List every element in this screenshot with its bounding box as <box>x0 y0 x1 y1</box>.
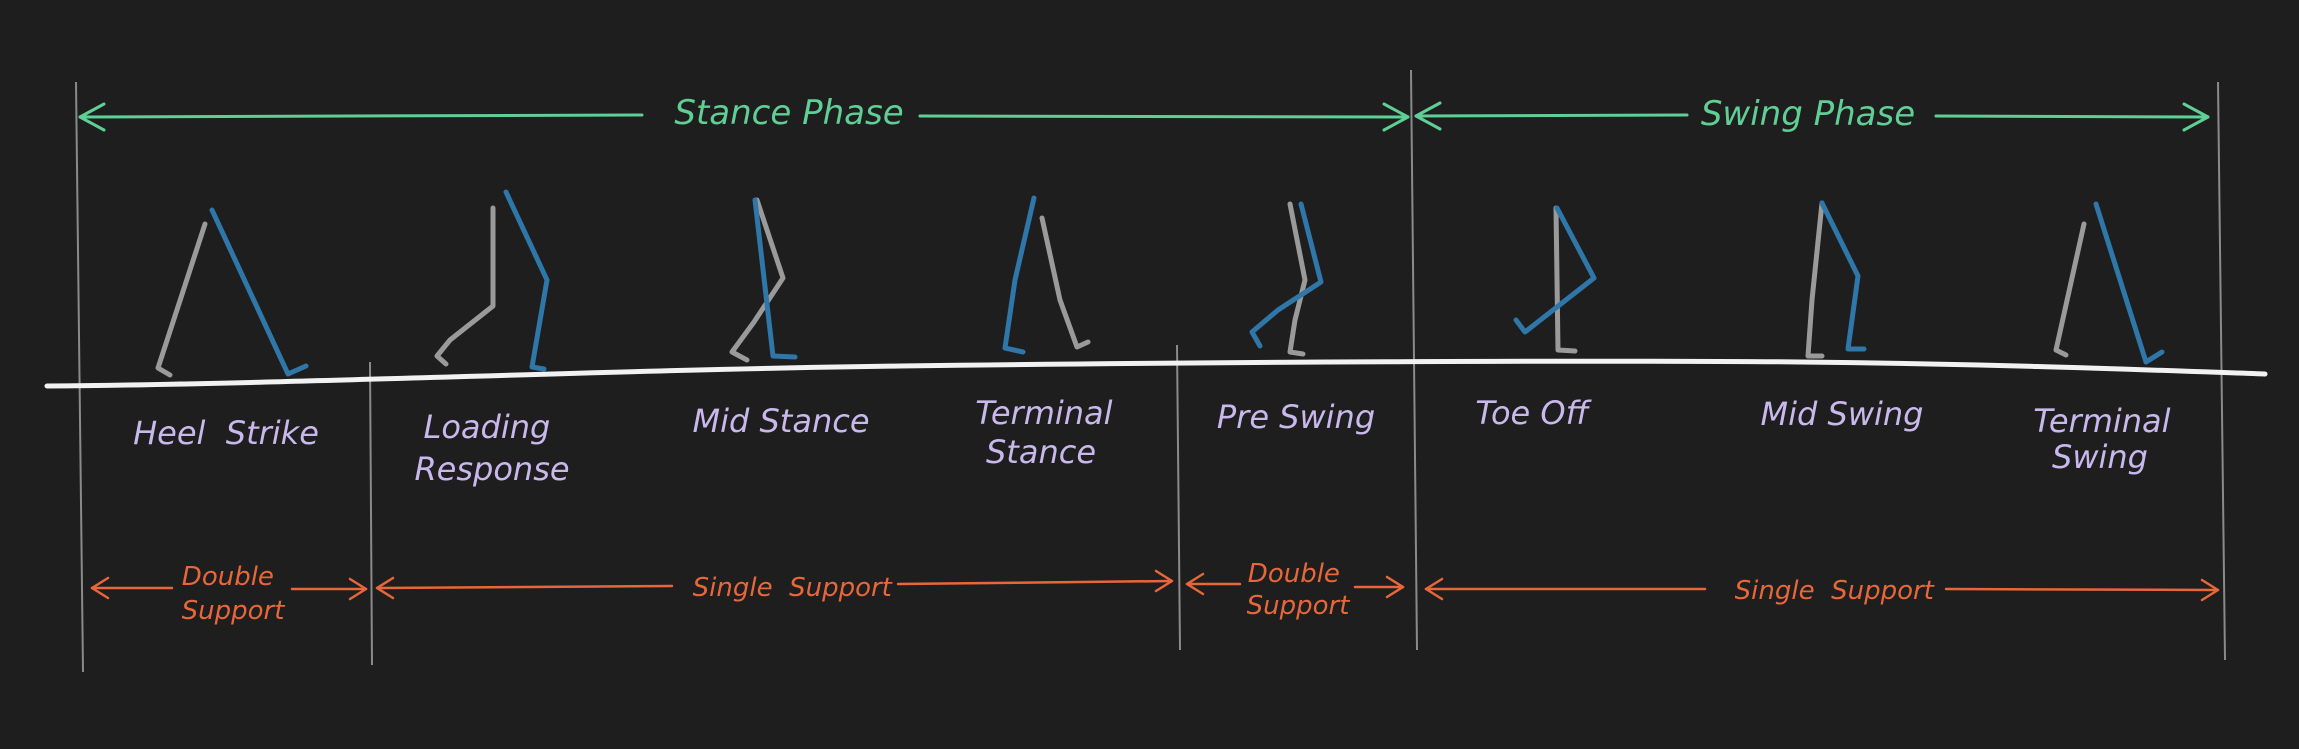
support-4-left-head <box>1424 577 1444 601</box>
leading-leg <box>503 189 550 372</box>
stage-terminal-stance-line-2: Stance <box>986 433 1096 471</box>
support-1-right-head <box>348 577 368 601</box>
figure-heel-strike <box>155 207 309 378</box>
support-double-1: Double Support <box>182 562 286 626</box>
stage-terminal-stance: Terminal Stance <box>975 394 1122 471</box>
stage-pre-swing-line-1: Pre Swing <box>1217 398 1375 436</box>
leading-leg <box>1249 201 1324 349</box>
support-2-right-head <box>1154 569 1174 593</box>
swing-arrow-left-shaft <box>1414 113 1689 118</box>
support-double-1-line-1: Double <box>182 562 274 592</box>
leading-leg <box>2093 201 2165 365</box>
support-2-right-shaft <box>896 579 1174 586</box>
support-3-right-head <box>1385 575 1405 599</box>
swing-leg <box>1513 205 1597 335</box>
support-single-1: Single Support <box>635 573 933 603</box>
stance-arrowhead-right <box>1382 102 1410 132</box>
swing-arrow-right-shaft <box>1934 114 2210 119</box>
phase-arrows <box>78 101 2210 132</box>
trailing-leg <box>2053 221 2087 358</box>
swing-arrowhead-left <box>1414 101 1442 131</box>
support-3-left-head <box>1185 572 1205 596</box>
stage-labels: Heel Strike Loading Response Mid Stance … <box>133 394 2180 488</box>
support-2-left-shaft <box>375 584 674 590</box>
stage-terminal-swing: Terminal Swing <box>2033 402 2180 476</box>
stage-mid-stance: Mid Stance <box>692 402 869 440</box>
figure-terminal-stance <box>1002 195 1091 355</box>
divider-loading <box>369 361 373 666</box>
stage-loading-response: Loading Response <box>414 408 569 488</box>
support-arrows <box>90 569 2220 602</box>
swing-arrowhead-right <box>2182 102 2210 132</box>
stage-mid-swing-line-1: Mid Swing <box>1761 395 1924 433</box>
support-labels: Double Support Single Support Double Sup… <box>182 559 1975 626</box>
figure-terminal-swing <box>2053 201 2165 365</box>
figure-loading-response <box>434 189 550 372</box>
support-1-left-head <box>90 576 110 600</box>
stance-arrow-left-shaft <box>78 113 644 119</box>
stage-heel-strike-line-1: Heel Strike <box>133 414 319 452</box>
stage-mid-stance-line-1: Mid Stance <box>692 402 869 440</box>
support-double-2-line-1: Double <box>1248 559 1340 589</box>
support-single-2-line-1: Single Support <box>1735 576 1935 606</box>
figure-toe-off <box>1513 205 1597 354</box>
trailing-leg <box>729 197 786 363</box>
stage-pre-swing: Pre Swing <box>1217 398 1375 436</box>
leading-leg <box>1002 195 1037 355</box>
support-4-right-shaft <box>1944 587 2220 592</box>
stage-terminal-swing-line-1: Terminal <box>2033 402 2170 440</box>
support-double-2-line-2: Support <box>1247 591 1351 621</box>
support-single-1-line-1: Single Support <box>693 573 893 603</box>
ground-line <box>44 358 2268 389</box>
trailing-leg <box>1039 215 1091 350</box>
trailing-leg <box>155 221 208 378</box>
support-double-2: Double Support <box>1247 559 1351 621</box>
figure-mid-stance <box>729 197 798 363</box>
support-double-1-line-2: Support <box>182 596 286 626</box>
support-4-right-head <box>2200 578 2220 602</box>
stage-heel-strike: Heel Strike <box>133 414 319 452</box>
stance-arrow-right-shaft <box>918 114 1410 119</box>
stage-mid-swing: Mid Swing <box>1761 395 1924 433</box>
stage-loading-response-line-1: Loading <box>424 408 551 446</box>
stance-leg <box>1553 205 1578 354</box>
support-2-left-head <box>375 576 395 600</box>
trailing-leg <box>434 205 496 367</box>
leading-leg <box>209 207 309 377</box>
figure-mid-swing <box>1805 200 1867 359</box>
leading-leg <box>752 197 798 360</box>
stance-leg <box>1805 200 1825 359</box>
swing-leg <box>1819 200 1867 352</box>
stance-phase-label: Stance Phase <box>674 93 903 133</box>
stage-toe-off-line-1: Toe Off <box>1475 394 1592 432</box>
leg-figures <box>155 189 2165 378</box>
stage-terminal-stance-line-1: Terminal <box>975 394 1112 432</box>
divider-start <box>75 81 84 673</box>
support-single-2: Single Support <box>1677 576 1975 606</box>
stage-toe-off: Toe Off <box>1475 394 1592 432</box>
divider-pre-swing <box>1176 344 1181 651</box>
swing-phase-label: Swing Phase <box>1701 94 1915 134</box>
figure-pre-swing <box>1249 201 1324 357</box>
trailing-leg <box>1287 201 1308 357</box>
stage-loading-response-line-2: Response <box>414 450 569 488</box>
stage-terminal-swing-line-2: Swing <box>2052 438 2148 476</box>
stance-arrowhead-left <box>78 102 106 132</box>
